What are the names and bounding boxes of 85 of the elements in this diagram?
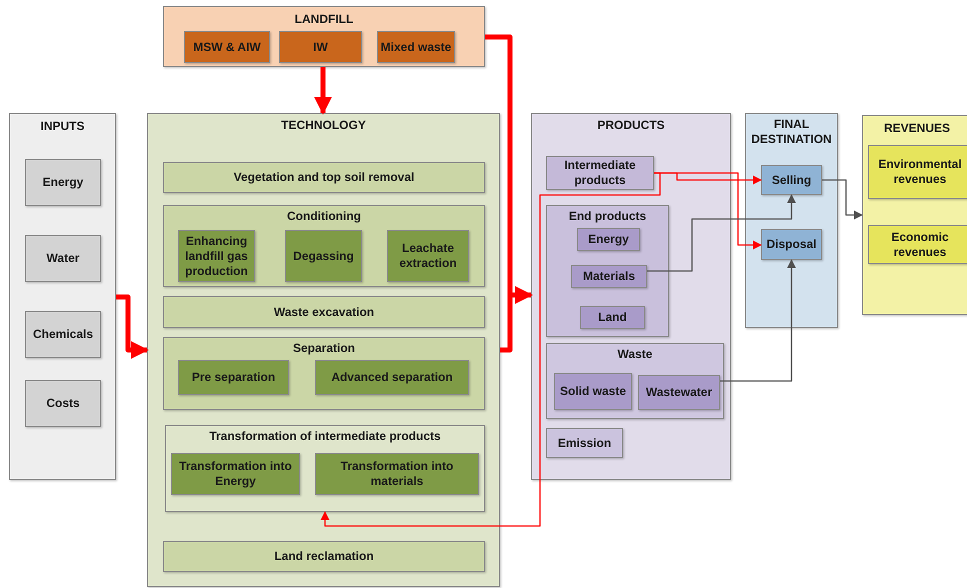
connector-arrow bbox=[720, 259, 796, 382]
process-box bbox=[25, 159, 101, 206]
group-heading: Conditioning bbox=[286, 209, 362, 224]
group-heading: End products bbox=[568, 209, 648, 224]
box-label: Water bbox=[46, 251, 80, 266]
box-label: Pre separation bbox=[190, 370, 276, 385]
group-heading: INPUTS bbox=[39, 119, 86, 134]
process-box bbox=[171, 453, 300, 495]
group-panel bbox=[546, 343, 724, 419]
box-label: Materials bbox=[582, 269, 636, 284]
thick-arrow bbox=[500, 286, 533, 352]
box-label: Enhancing landfill gas production bbox=[184, 234, 249, 278]
process-box bbox=[761, 229, 822, 260]
group-panel bbox=[546, 205, 669, 337]
box-label: Land bbox=[597, 310, 628, 325]
connector-arrow bbox=[647, 194, 796, 272]
group-heading: TECHNOLOGY bbox=[280, 118, 367, 133]
connector-arrow bbox=[320, 172, 661, 527]
box-label: Vegetation and top soil removal bbox=[232, 170, 416, 185]
process-box bbox=[571, 265, 647, 288]
box-label: Costs bbox=[45, 396, 81, 411]
process-box bbox=[546, 156, 654, 190]
process-box bbox=[25, 380, 101, 427]
box-label: Transformation into Energy bbox=[178, 459, 293, 489]
process-box bbox=[387, 230, 469, 282]
process-box bbox=[279, 31, 362, 63]
box-label: Degassing bbox=[292, 248, 355, 264]
thick-arrow bbox=[314, 67, 332, 115]
group-panel bbox=[862, 115, 967, 315]
process-box bbox=[285, 230, 362, 282]
box-label: Leachate extraction bbox=[398, 241, 458, 271]
box-label: Waste excavation bbox=[272, 304, 376, 320]
process-box bbox=[178, 360, 289, 395]
box-label: Land reclamation bbox=[273, 549, 375, 564]
box-label: Disposal bbox=[765, 237, 818, 252]
process-box bbox=[546, 428, 623, 458]
box-label: Emission bbox=[556, 436, 612, 450]
group-panel bbox=[163, 337, 485, 410]
group-heading: FINAL DESTINATION bbox=[750, 117, 833, 147]
group-heading: Separation bbox=[292, 341, 356, 356]
box-label: Transformation into materials bbox=[340, 459, 454, 489]
process-box bbox=[377, 31, 455, 63]
group-panel bbox=[163, 205, 485, 287]
group-panel bbox=[147, 113, 500, 587]
process-box bbox=[25, 235, 101, 282]
process-box bbox=[638, 375, 720, 410]
box-label: Wastewater bbox=[644, 385, 714, 400]
connector-arrow bbox=[822, 179, 863, 220]
process-box bbox=[577, 228, 640, 251]
process-box bbox=[580, 306, 645, 329]
box-label: Intermediate products bbox=[563, 158, 637, 188]
process-box bbox=[868, 225, 967, 264]
group-heading: Waste bbox=[616, 347, 654, 362]
process-box bbox=[868, 145, 967, 199]
group-panel bbox=[745, 113, 838, 328]
box-label: Economic revenues bbox=[890, 230, 950, 260]
process-box bbox=[163, 541, 485, 572]
box-label: Mixed waste bbox=[380, 40, 452, 54]
group-panel bbox=[165, 425, 485, 512]
process-box bbox=[163, 296, 485, 328]
box-label: Energy bbox=[587, 232, 630, 247]
box-label: IW bbox=[312, 40, 329, 54]
box-label: Advanced separation bbox=[330, 370, 454, 385]
group-panel bbox=[531, 113, 731, 480]
box-label: Environmental revenues bbox=[877, 157, 963, 187]
box-label: Solid waste bbox=[558, 384, 628, 399]
process-box bbox=[25, 311, 101, 358]
process-box bbox=[163, 162, 485, 193]
process-box bbox=[554, 373, 632, 410]
process-box bbox=[178, 230, 255, 282]
process-box bbox=[184, 31, 270, 63]
group-panel bbox=[163, 6, 485, 67]
box-label: Chemicals bbox=[32, 327, 94, 342]
group-heading: Transformation of intermediate products bbox=[208, 429, 442, 444]
thick-arrow bbox=[116, 294, 149, 359]
process-box bbox=[761, 165, 822, 195]
process-box bbox=[315, 453, 479, 495]
box-label: MSW & AIW bbox=[192, 40, 262, 54]
process-box bbox=[315, 360, 469, 395]
group-panel bbox=[9, 113, 116, 480]
box-label: Energy bbox=[42, 175, 84, 190]
group-heading: REVENUES bbox=[882, 121, 952, 136]
box-label: Selling bbox=[770, 172, 812, 188]
group-heading: PRODUCTS bbox=[596, 118, 666, 133]
group-heading: LANDFILL bbox=[294, 12, 354, 27]
